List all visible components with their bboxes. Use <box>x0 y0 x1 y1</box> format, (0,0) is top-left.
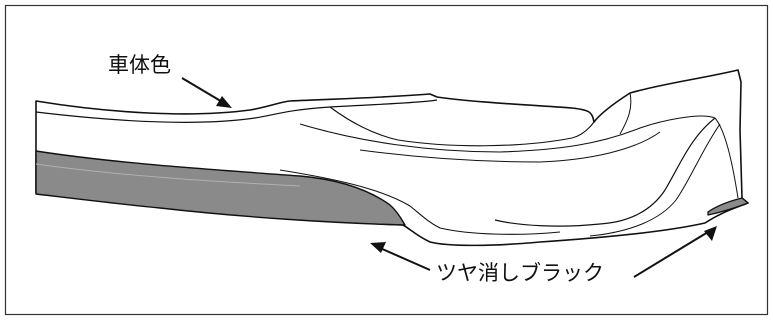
contour-line-1 <box>329 106 595 147</box>
arrow-matte-black-right <box>633 231 709 278</box>
matte-black-left-highlight <box>35 163 301 187</box>
label-matte-black: ツヤ消しブラック <box>436 261 604 285</box>
side-panel-line <box>494 117 716 227</box>
side-panel-line-2 <box>589 123 721 237</box>
frame-border <box>4 4 769 316</box>
lower-lip-line <box>279 169 561 235</box>
label-body-color: 車体色 <box>108 53 171 77</box>
arrow-matte-black-left <box>379 247 431 271</box>
matte-black-right <box>707 197 749 216</box>
arrowhead-matte-black-left <box>370 242 386 253</box>
body-upper-edge <box>35 99 438 123</box>
arrow-body-color <box>181 77 225 104</box>
contour-line-2 <box>299 115 716 153</box>
arrowhead-matte-black-right <box>704 226 717 241</box>
contour-line-4 <box>619 92 632 135</box>
side-edge <box>714 117 739 199</box>
matte-black-left <box>35 150 406 226</box>
contour-line-3 <box>359 131 661 163</box>
arrowhead-body-color <box>216 96 232 108</box>
